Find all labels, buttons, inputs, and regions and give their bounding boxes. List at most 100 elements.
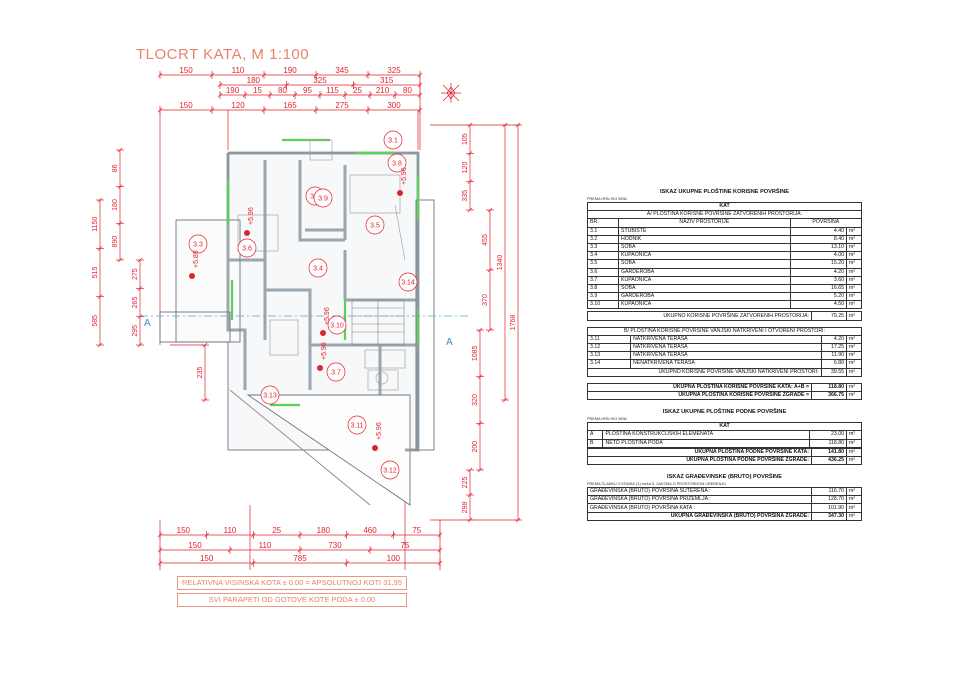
row-area: 4.40 [789,226,848,236]
dimension-label: 110 [224,526,237,535]
dimension-label: 298 [462,502,469,514]
floor-total-zgrade-label: UKUPNA PLOŠTINA PODNE POVRŠINE ZGRADE: [587,455,812,466]
row-unit: m² [846,495,862,505]
dimension-label: 585 [92,315,99,327]
sum-a-unit: m² [846,311,862,321]
dimension-label: 95 [303,86,312,95]
usable-area-table: KAT A/ PLOŠTINA KORISNE POVRŠINE ZATVORE… [587,201,863,310]
row-number: 3.13 [586,351,632,361]
total-zgrade-unit: m² [846,390,862,401]
dimension-label: 1768 [510,315,517,331]
dimension-line [97,197,103,203]
dimension-label: 325 [387,66,401,75]
room-tag-label: 3.11 [350,423,363,430]
dimension-label: 210 [376,86,390,95]
row-area: 5.20 [789,292,848,302]
room-tag-label: 3.9 [318,196,328,203]
row-unit: m² [846,359,862,369]
row-unit: m² [846,342,862,353]
dimension-line [227,547,233,553]
north-arrow-icon [441,83,461,103]
row-area: 118.80 [808,438,848,448]
dimension-label: 120 [462,162,469,174]
room-tag: 3.10 [327,315,347,335]
dimension-label: 235 [197,367,204,379]
dimension-line [137,342,143,348]
dimension-label: 325 [313,76,327,85]
dimension-line [467,207,473,213]
row-area: 128.70 [811,495,847,505]
row-name: PLOŠTINA KONSTRUKCIJSKIH ELEMENATA [602,430,810,440]
room-tag-label: 3.3 [193,242,203,249]
row-unit: m² [846,283,862,294]
dimension-line [261,107,267,113]
row-number: 3.10 [587,300,619,310]
row-area: 16.65 [789,283,848,294]
dimension-line [467,151,473,156]
dimension-line [209,72,215,78]
row-area: 11.90 [820,351,848,361]
row-unit: m² [846,438,862,448]
dimension-label: 265 [132,297,139,309]
row-unit: m² [846,334,862,345]
dimension-line [292,92,298,98]
sum-b-label: UKUPNO KORISNE POVRŠINE VANJSKI NATKRIVE… [587,367,822,377]
dimension-line [367,547,373,553]
dimension-label: 180 [247,76,261,85]
room-tag-label: 3.5 [370,223,380,230]
row-name: NETO PLOŠTINA PODA [602,438,810,448]
dimension-label: 120 [231,101,245,110]
dimension-line [97,294,103,299]
gross-total-value: 347.30 [811,511,847,521]
dimension-line [261,72,267,78]
dimension-label: 105 [462,133,469,145]
row-unit: m² [846,275,862,285]
section-mark-left: A [144,318,151,329]
dimension-label: 80 [403,86,412,95]
dimension-label: 180 [112,199,119,211]
dimension-line [137,314,143,319]
dimension-label: 275 [132,268,139,280]
dimension-label: 25 [272,526,281,535]
room-tag-circle [365,215,385,235]
level-marker-icon [320,330,326,336]
row-unit: m² [846,251,862,261]
row-area: 4.50 [789,300,848,310]
dimension-label: 86 [112,164,119,172]
sum-a-label: UKUPNO KORISNE POVRŠINE ZATVORENIH PROST… [587,311,812,321]
sum-b-unit: m² [846,367,862,377]
dimension-line [209,107,215,113]
level-label: +5.96 [321,342,328,360]
row-name: KUPAONICA [618,275,791,285]
row-name: SOBA [618,283,791,294]
row-unit: m² [846,487,862,497]
dimension-line [477,374,483,379]
table1-section-b: B/ PLOŠTINA KORISNE POVRŠINE VANJSKI NAT… [587,326,862,336]
dimension-line [487,327,493,333]
room-tag-circle [260,385,280,405]
row-number: 3.7 [587,275,619,285]
table2-title: ISKAZ UKUPNE PLOŠTINE PODNE POVRŠINE [662,409,787,416]
row-number: 3.14 [586,359,632,369]
row-area: 4.20 [820,334,848,345]
row-name: NATKRIVENA TERASA [630,342,822,353]
total-zgrade-label: UKUPNA PLOŠTINA KORISNE POVRŠINE ZGRADE … [587,390,812,401]
dimension-line [313,72,319,78]
row-name: NENATKRIVENA TERASA [630,359,822,369]
dimension-line [391,532,396,538]
dimension-line [97,246,103,251]
dimension-line [502,397,508,403]
dimension-line [117,257,123,263]
usable-area-totals: UKUPNA PLOŠTINA KORISNE POVRŠINE KATA: A… [587,382,862,401]
dimension-line [97,342,103,348]
dimension-line [467,179,473,184]
dimension-label: 370 [482,294,489,306]
row-unit: m² [846,242,862,253]
